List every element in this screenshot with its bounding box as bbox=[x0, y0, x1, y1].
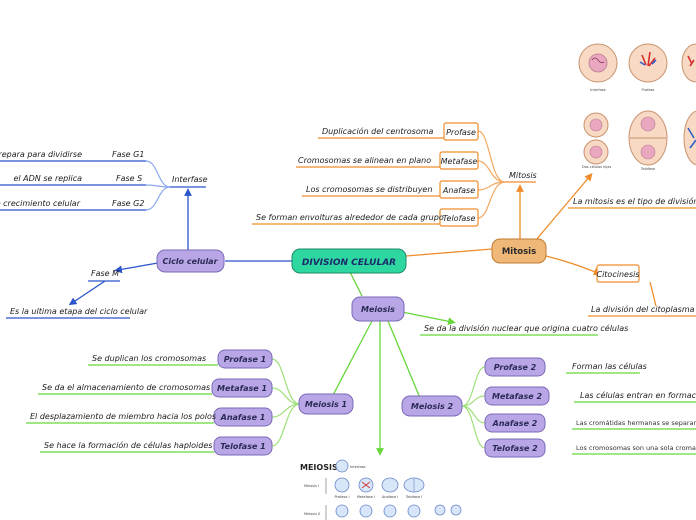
profase-1-desc[interactable]: Se duplican los cromosomas bbox=[92, 354, 206, 363]
connector bbox=[477, 160, 506, 183]
connector bbox=[477, 130, 506, 183]
meiosis-2-node[interactable]: Meiosis 2 bbox=[401, 395, 463, 417]
svg-text:Telofase I: Telofase I bbox=[405, 495, 422, 499]
fase-s-label[interactable]: Fase S bbox=[116, 174, 142, 183]
connector bbox=[114, 262, 159, 274]
svg-text:Metafase 1: Metafase 1 bbox=[217, 384, 267, 393]
center-title: DIVISION CELULAR bbox=[302, 258, 396, 268]
fase-m-desc[interactable]: Es la ultima etapa del ciclo celular bbox=[10, 307, 148, 316]
svg-text:Profase I: Profase I bbox=[334, 495, 349, 499]
connector bbox=[145, 160, 171, 188]
connector bbox=[271, 387, 301, 405]
svg-text:Metafase I: Metafase I bbox=[357, 495, 375, 499]
svg-text:Citocinesis: Citocinesis bbox=[596, 270, 639, 279]
ciclo-celular-node[interactable]: Ciclo celular bbox=[156, 249, 225, 273]
svg-text:Interfase: Interfase bbox=[590, 88, 606, 92]
svg-text:Metafase: Metafase bbox=[441, 157, 478, 166]
svg-text:Profase 2: Profase 2 bbox=[494, 363, 537, 372]
connector bbox=[545, 255, 602, 276]
telofase-1-node[interactable]: Telofase 1 bbox=[213, 436, 273, 456]
metafase-1-node[interactable]: Metafase 1 bbox=[211, 378, 273, 398]
anafase-1-desc[interactable]: El desplazamiento de miembro hacia los p… bbox=[30, 412, 216, 421]
profase-desc[interactable]: Duplicación del centrosoma bbox=[322, 126, 434, 136]
center-node[interactable]: DIVISION CELULAR bbox=[291, 248, 407, 274]
metafase-2-node[interactable]: Metafase 2 bbox=[484, 386, 550, 406]
metafase-1-desc[interactable]: Se da el almacenamiento de cromosomas bbox=[42, 383, 210, 392]
meiosis-i-label: Meiosis I bbox=[304, 484, 319, 488]
fase-g1-desc[interactable]: Se prepara para dividirse bbox=[0, 150, 82, 159]
svg-text:Telofase: Telofase bbox=[640, 167, 655, 171]
svg-text:Meiosis 2: Meiosis 2 bbox=[411, 402, 454, 411]
svg-text:Anafase I: Anafase I bbox=[382, 495, 398, 499]
svg-text:Telofase 2: Telofase 2 bbox=[492, 444, 538, 453]
anafase-desc[interactable]: Los cromosomas se distribuyen bbox=[306, 185, 432, 194]
profase-2-node[interactable]: Profase 2 bbox=[484, 357, 546, 377]
anafase-1-node[interactable]: Anafase 1 bbox=[213, 407, 273, 427]
svg-text:Anafase 2: Anafase 2 bbox=[492, 419, 538, 428]
fase-g2-label[interactable]: Fase G2 bbox=[112, 199, 144, 208]
svg-text:Ciclo celular: Ciclo celular bbox=[162, 257, 218, 266]
meiosis-illustration: MEIOSIS Interfase Meiosis I Profase I Me… bbox=[300, 459, 462, 520]
connector bbox=[331, 320, 373, 398]
fase-s-desc[interactable]: el ADN se replica bbox=[13, 174, 82, 183]
meiosis-node[interactable]: Meiosis bbox=[351, 296, 405, 322]
svg-text:Profase: Profase bbox=[642, 88, 655, 92]
meiosis-image-title: MEIOSIS bbox=[300, 463, 338, 472]
mitosis-definition[interactable]: La mitosis es el tipo de división nuc bbox=[573, 196, 696, 206]
fase-g2-desc[interactable]: Rápido crecimiento celular bbox=[0, 199, 81, 208]
meiosis-ii-label: Meiosis II bbox=[304, 512, 320, 516]
svg-text:Dos células hijas: Dos células hijas bbox=[582, 165, 611, 169]
svg-text:Interfase: Interfase bbox=[350, 465, 366, 469]
connector bbox=[477, 181, 506, 219]
connector bbox=[145, 186, 171, 211]
telofase-box[interactable]: Telofase bbox=[439, 208, 479, 227]
metafase-2-desc[interactable]: Las células entran en formación bbox=[580, 390, 696, 400]
connector bbox=[649, 281, 657, 307]
telofase-desc[interactable]: Se forman envolturas alrededor de cada g… bbox=[256, 213, 444, 222]
telofase-2-desc[interactable]: Los cromosomas son una sola cromatica bbox=[576, 444, 696, 452]
anafase-box[interactable]: Anafase bbox=[439, 180, 479, 199]
connector bbox=[68, 280, 106, 306]
svg-text:Metafase 2: Metafase 2 bbox=[492, 392, 542, 401]
svg-text:Profase 1: Profase 1 bbox=[224, 355, 266, 364]
mitosis-branch-label[interactable]: Mitosis bbox=[509, 171, 537, 180]
connector bbox=[535, 173, 593, 241]
connector bbox=[461, 405, 486, 424]
connector bbox=[271, 403, 301, 447]
connector bbox=[461, 405, 486, 449]
metafase-desc[interactable]: Cromosomas se alinean en plano bbox=[298, 156, 431, 165]
telofase-1-desc[interactable]: Se hace la formación de células haploide… bbox=[44, 440, 212, 450]
mitosis-illustration: Interfase Profase Dos células hijas Telo… bbox=[578, 43, 696, 171]
fase-m-label[interactable]: Fase M bbox=[91, 269, 119, 278]
connector bbox=[271, 358, 301, 405]
svg-text:Anafase 1: Anafase 1 bbox=[220, 413, 266, 422]
svg-text:Telofase 1: Telofase 1 bbox=[220, 442, 266, 451]
meiosis-desc[interactable]: Se da la división nuclear que origina cu… bbox=[424, 323, 628, 333]
mitosis-node[interactable]: Mitosis bbox=[491, 238, 547, 264]
anafase-2-desc[interactable]: Las cromátidas hermanas se separan bbox=[576, 419, 696, 427]
meiosis-1-node[interactable]: Meiosis 1 bbox=[298, 393, 354, 415]
svg-text:Meiosis 1: Meiosis 1 bbox=[305, 400, 347, 409]
fase-g1-label[interactable]: Fase G1 bbox=[112, 150, 144, 159]
svg-text:Telofase: Telofase bbox=[443, 214, 476, 223]
connector bbox=[387, 320, 421, 399]
svg-text:Mitosis: Mitosis bbox=[502, 247, 536, 257]
citocinesis-box[interactable]: Citocinesis bbox=[596, 264, 640, 283]
interfase-label[interactable]: Interfase bbox=[172, 175, 208, 184]
profase-1-node[interactable]: Profase 1 bbox=[217, 349, 273, 369]
connector bbox=[405, 248, 493, 257]
anafase-2-node[interactable]: Anafase 2 bbox=[484, 413, 546, 433]
citocinesis-desc[interactable]: La división del citoplasma en la bbox=[591, 304, 696, 314]
svg-text:Anafase: Anafase bbox=[442, 186, 475, 195]
profase-box[interactable]: Profase bbox=[443, 122, 479, 141]
connector bbox=[349, 271, 363, 297]
telofase-2-node[interactable]: Telofase 2 bbox=[484, 438, 546, 458]
metafase-box[interactable]: Metafase bbox=[439, 151, 479, 170]
profase-2-desc[interactable]: Forman las células bbox=[572, 361, 647, 371]
svg-text:Meiosis: Meiosis bbox=[361, 305, 395, 314]
svg-text:Profase: Profase bbox=[446, 128, 476, 137]
connector bbox=[401, 311, 456, 326]
connector bbox=[461, 366, 486, 407]
